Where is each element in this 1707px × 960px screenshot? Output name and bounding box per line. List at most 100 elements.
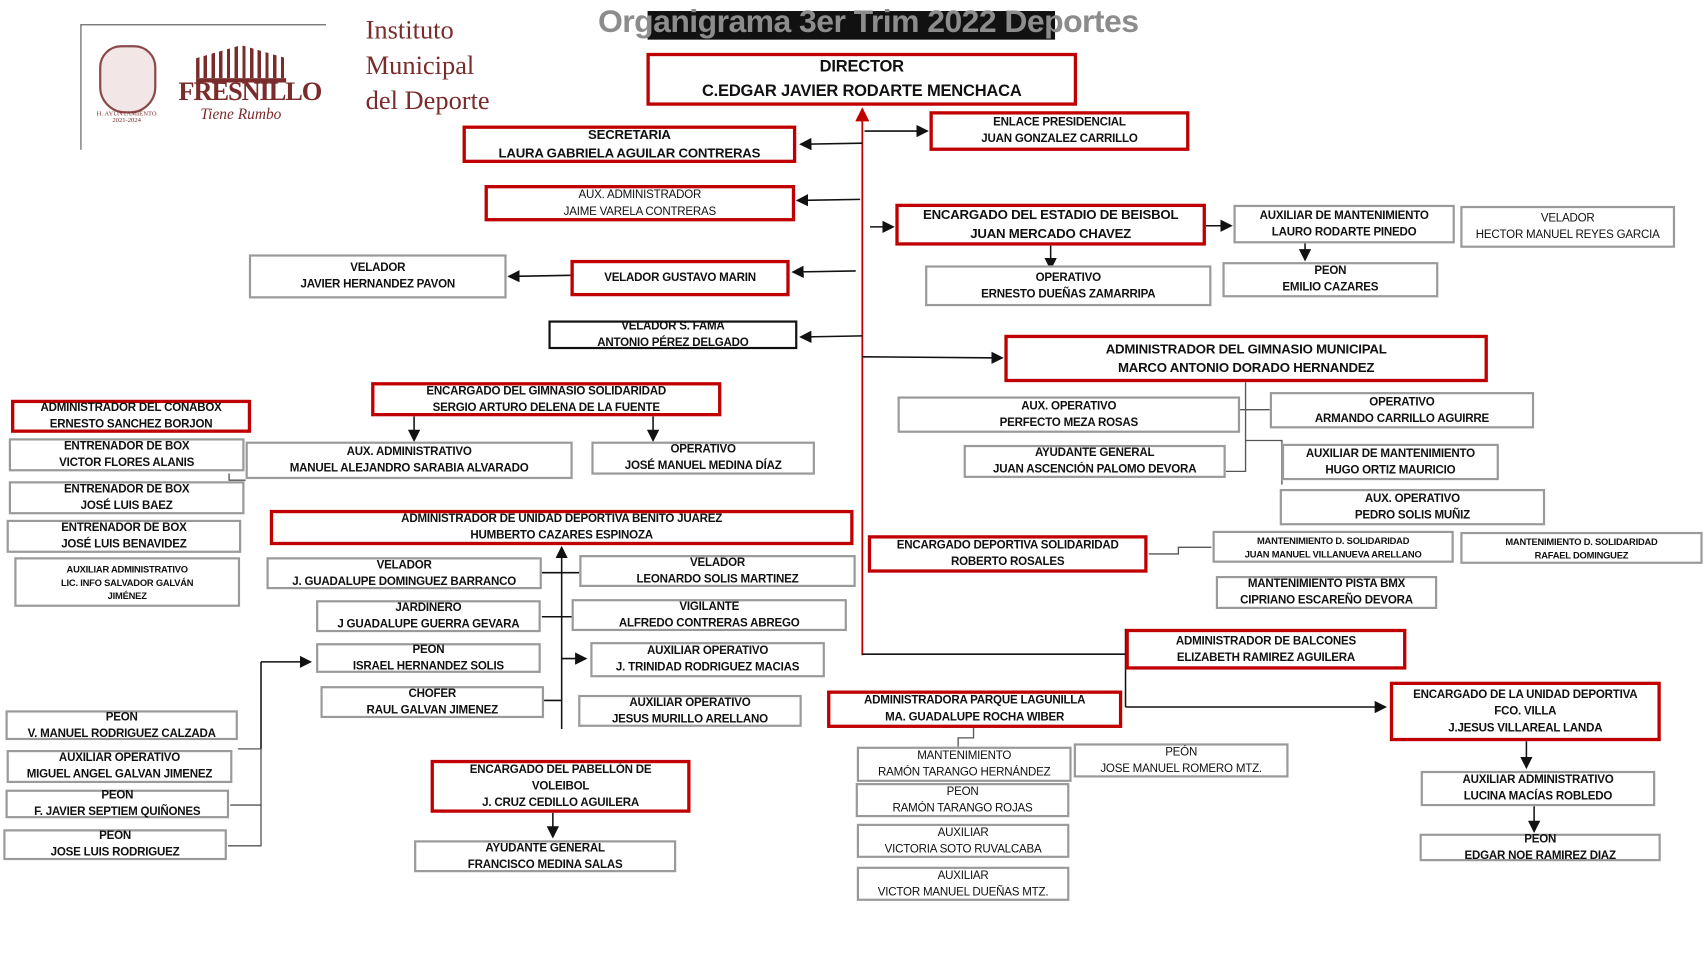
position-line: JOSE MANUEL ROMERO MTZ. [1100,761,1262,775]
position-line: J GUADALUPE GUERRA GEVARA [337,617,520,631]
position-line: JUAN GONZALEZ CARRILLO [981,132,1138,146]
position-title: VELADOR [689,555,745,569]
position-title: PEON [105,709,138,724]
position-line: ERNESTO DUEÑAS ZAMARRIPA [981,286,1156,301]
position-line: JOSE LUIS RODRIGUEZ [50,845,180,860]
position-line: J.JESUS VILLAREAL LANDA [1448,720,1603,735]
position-title: AUX. ADMINISTRATIVO [346,444,472,459]
institute-name: Instituto Municipal del Deporte [366,13,490,119]
position-title: ENTRENADOR DE BOX [61,520,187,535]
position-title: AUX. ADMINISTRADOR [578,187,702,201]
position-line: JUAN MERCADO CHAVEZ [970,225,1132,242]
position-title: AUXILIAR ADMINISTRATIVO [66,563,189,575]
position-line: MANUEL ALEJANDRO SARABIA ALVARADO [289,461,529,475]
box-peon-romero: PEÓN JOSE MANUEL ROMERO MTZ. [1073,743,1289,778]
position-title: ENTRENADOR DE BOX [63,482,190,496]
position-title: PEON [412,642,445,656]
position-title: SECRETARIA [588,126,671,143]
position-title: ADMINISTRADORA PARQUE LAGUNILLA [864,693,1086,708]
position-title: CHOFER [408,686,457,700]
box-velador-guadalupe: VELADOR J. GUADALUPE DOMINGUEZ BARRANCO [266,557,542,590]
position-line: J. CRUZ CEDILLO AGUILERA [482,795,639,809]
box-peon-emilio: PEON EMILIO CAZARES [1222,262,1439,298]
position-line: VICTOR FLORES ALANIS [59,455,195,470]
position-line: LAURA GABRIELA AGUILAR CONTRERAS [498,145,761,161]
box-secretaria: SECRETARIA LAURA GABRIELA AGUILAR CONTRER… [462,125,797,163]
position-title: ENCARGADO DE LA UNIDAD DEPORTIVA [1413,687,1638,701]
box-aux-administrador: AUX. ADMINISTRADOR JAIME VARELA CONTRERAS [484,185,796,222]
position-title: OPERATIVO [670,442,736,456]
box-aux-mantenimiento-hugo: AUXILIAR DE MANTENIMIENTO HUGO ORTIZ MAUR… [1281,443,1499,481]
position-title: PEON [1314,264,1347,278]
position-title: AUXILIAR OPERATIVO [629,695,751,709]
position-line: ROBERTO ROSALES [950,555,1065,569]
position-line: LUCINA MACÍAS ROBLEDO [1463,789,1613,803]
city-seal-icon [99,45,157,114]
position-title: VELADOR [376,557,432,572]
position-line: J. GUADALUPE DOMINGUEZ BARRANCO [292,574,517,588]
title-highlight [647,11,1056,40]
position-line: ERNESTO SANCHEZ BORJON [49,417,213,431]
position-line: LIC. INFO SALVADOR GALVÁN [61,576,194,588]
position-title: ENCARGADO DEL GIMNASIO SOLIDARIDAD [426,383,667,398]
position-title: VELADOR [1540,211,1595,225]
institute-line: Instituto [365,16,454,46]
box-auxiliar-victor: AUXILIAR VICTOR MANUEL DUEÑAS MTZ. [856,866,1070,901]
position-line: JIMÉNEZ [107,589,147,601]
position-title: AUXILIAR DE MANTENIMIENTO [1305,446,1475,460]
position-line: EMILIO CAZARES [1282,280,1379,295]
position-line: RAMÓN TARANGO HERNÁNDEZ [877,765,1051,779]
position-line: CIPRIANO ESCAREÑO DEVORA [1240,593,1413,607]
position-title: PEÓN [1165,745,1198,759]
position-line: V. MANUEL RODRIGUEZ CALZADA [27,726,216,740]
position-line: VICTOR MANUEL DUEÑAS MTZ. [877,884,1049,899]
position-title: ENLACE PRESIDENCIAL [993,115,1126,129]
position-title: AUXILIAR [937,868,989,882]
city-name: FRESNILLO [178,78,322,107]
position-title: ADMINISTRADOR DE UNIDAD DEPORTIVA BENITO… [401,512,723,526]
slogan: Tiene Rumbo [200,106,282,124]
position-line: FRANCISCO MEDINA SALAS [467,857,623,871]
position-title: AUXILIAR [937,825,989,839]
position-title: AUX. OPERATIVO [1364,491,1460,505]
position-title: AUXILIAR OPERATIVO [58,751,181,765]
box-jardinero: JARDINERO J GUADALUPE GUERRA GEVARA [316,600,541,633]
position-title: ADMINISTRADOR DE BALCONES [1175,633,1357,648]
position-line: MARCO ANTONIO DORADO HERNANDEZ [1117,359,1375,375]
ayuntamiento-label: H. AYUNTAMIENTO 2021-2024 [96,111,157,125]
position-line: JOSÉ LUIS BENAVIDEZ [61,537,187,551]
position-line: JUAN ASCENCIÓN PALOMO DEVORA [993,462,1197,476]
position-title: JARDINERO [395,600,462,614]
position-title: ENTRENADOR DE BOX [63,439,190,453]
position-title: PEON [101,788,134,802]
position-title: VELADOR [350,261,406,275]
box-gimnasio-solidaridad: ENCARGADO DEL GIMNASIO SOLIDARIDAD SERGIO… [371,382,722,417]
position-line: JESUS MURILLO ARELLANO [611,711,768,726]
position-line: SERGIO ARTURO DELENA DE LA FUENTE [432,400,660,414]
position-line: JAIME VARELA CONTRERAS [563,204,717,218]
position-title: AUXILIAR OPERATIVO [647,644,769,658]
position-title: OPERATIVO [1369,394,1435,409]
position-line: HUGO ORTIZ MAURICIO [1325,463,1456,477]
institute-line: del Deporte [365,87,490,116]
position-line: PERFECTO MEZA ROSAS [999,415,1139,429]
position-title: VELADOR S. FAMA [621,319,725,333]
position-title: PEON [1524,832,1557,846]
